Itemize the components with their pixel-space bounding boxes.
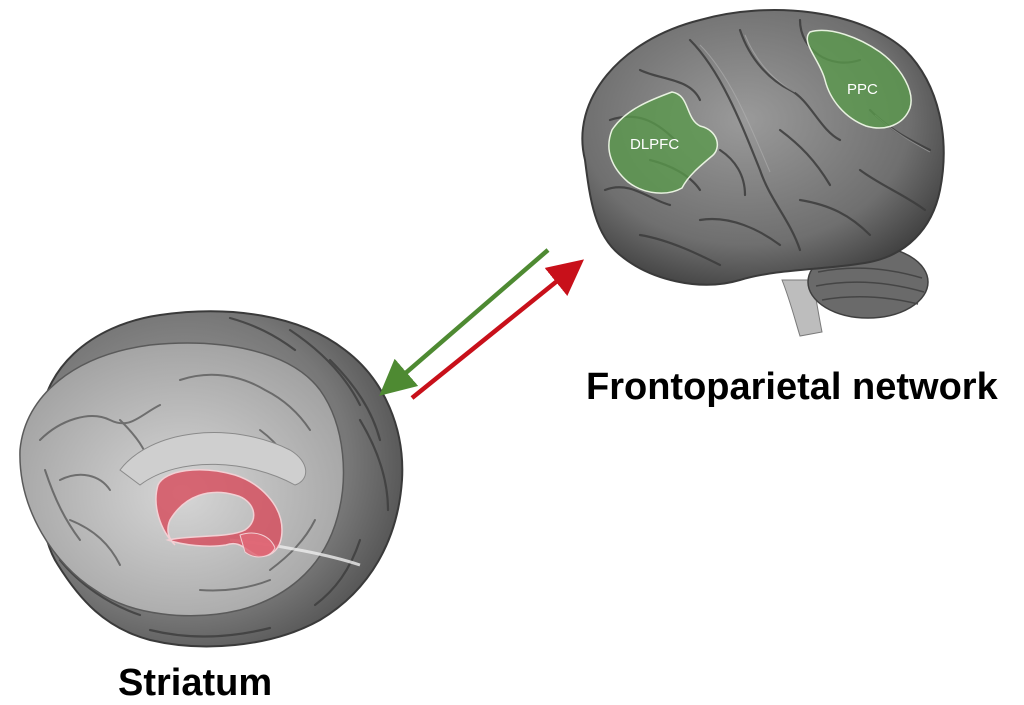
ppc-label: PPC bbox=[847, 81, 878, 98]
striatum-caption: Striatum bbox=[118, 662, 272, 705]
frontoparietal-network-caption: Frontoparietal network bbox=[586, 366, 998, 409]
dlpfc-label: DLPFC bbox=[630, 136, 679, 153]
top-down-arrow bbox=[386, 250, 548, 390]
bottom-up-arrow bbox=[412, 265, 577, 398]
